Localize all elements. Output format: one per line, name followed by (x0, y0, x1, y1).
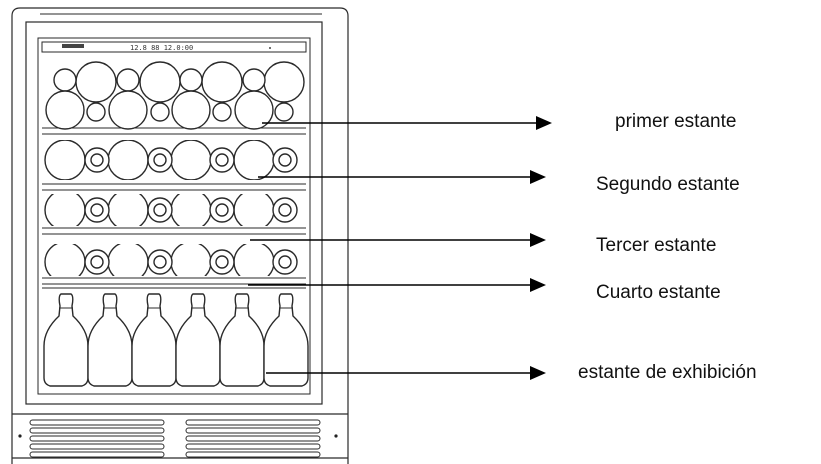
label-primer-estante: primer estante (615, 111, 736, 132)
vent-slot (29, 427, 165, 434)
bottle-end (107, 244, 149, 276)
bottle-end (90, 203, 104, 217)
cabinet-body (11, 7, 349, 464)
callout-exhibicion: estante de exhibición (266, 362, 757, 383)
bottle-end (234, 90, 274, 130)
vent-screw-right (334, 434, 338, 438)
bottle-end (215, 203, 229, 217)
bottle-end (215, 255, 229, 269)
arrow-head-segundo (530, 170, 546, 184)
bottle-end (170, 140, 212, 180)
vent-slot (185, 427, 321, 434)
bottle-end (108, 90, 148, 130)
bottle-end (107, 194, 149, 226)
arrow-head-tercer (530, 233, 546, 247)
label-cuarto-estante: Cuarto estante (596, 282, 721, 303)
arrow-head-primer (536, 116, 552, 130)
bottle-end (215, 153, 229, 167)
bottle-end (90, 255, 104, 269)
bottle-end (201, 61, 243, 103)
bottle-end (278, 255, 292, 269)
arrow-head-cuarto (530, 278, 546, 292)
callout-cuarto: Cuarto estante (248, 278, 721, 303)
display-panel: 12.8 88 12.0:00 (62, 44, 271, 52)
bottle-end (233, 194, 275, 226)
label-segundo-estante: Segundo estante (596, 174, 740, 195)
bottle-end (212, 102, 232, 122)
bottle-end (233, 244, 275, 276)
vent-slot (29, 451, 165, 458)
bottle-end (44, 140, 86, 180)
bottle-end (53, 68, 77, 92)
vent-slot (185, 419, 321, 426)
vent-panel (12, 413, 348, 459)
bottle-end (153, 255, 167, 269)
bottle-end (90, 153, 104, 167)
bottle-end (75, 61, 117, 103)
vent-screw-left (18, 434, 22, 438)
vent-slot (29, 435, 165, 442)
vent-slot (185, 451, 321, 458)
shelves (42, 61, 309, 387)
bottle-end (179, 68, 203, 92)
bottle-end (263, 61, 305, 103)
display-logo (62, 44, 84, 48)
callout-segundo: Segundo estante (258, 170, 740, 195)
bottle-end (278, 153, 292, 167)
vent-slot (185, 435, 321, 442)
arrow-head-exhibicion (530, 366, 546, 380)
callout-primer: primer estante (262, 111, 736, 132)
bottle-end (86, 102, 106, 122)
display-dot (269, 47, 271, 49)
bottle-end (44, 244, 86, 276)
display-readout: 12.8 88 12.0:00 (130, 44, 193, 52)
bottle-end (45, 90, 85, 130)
bottle-end (107, 140, 149, 180)
bottle-end (170, 244, 212, 276)
bottle-end (274, 102, 294, 122)
bottle-end (116, 68, 140, 92)
label-estante-de-exhibicion: estante de exhibición (578, 362, 757, 383)
bottle-end (233, 140, 275, 180)
vent-slot (29, 443, 165, 450)
bottle-end (139, 61, 181, 103)
callouts: primer estante Segundo estante Tercer es… (248, 111, 757, 383)
bottle-end (242, 68, 266, 92)
shelf-bottles (44, 194, 298, 226)
vent-slot (185, 443, 321, 450)
bottle-end (153, 153, 167, 167)
label-tercer-estante: Tercer estante (596, 235, 716, 256)
shelf-bottles (44, 140, 298, 180)
vent-slot (29, 419, 165, 426)
shelf-bottles (44, 244, 298, 276)
upright-bottle (263, 293, 309, 387)
bottle-end (170, 194, 212, 226)
bottle-end (153, 203, 167, 217)
bottle-end (44, 194, 86, 226)
callout-tercer: Tercer estante (250, 233, 716, 256)
bottle-end (171, 90, 211, 130)
bottle-end (150, 102, 170, 122)
bottle-end (278, 203, 292, 217)
